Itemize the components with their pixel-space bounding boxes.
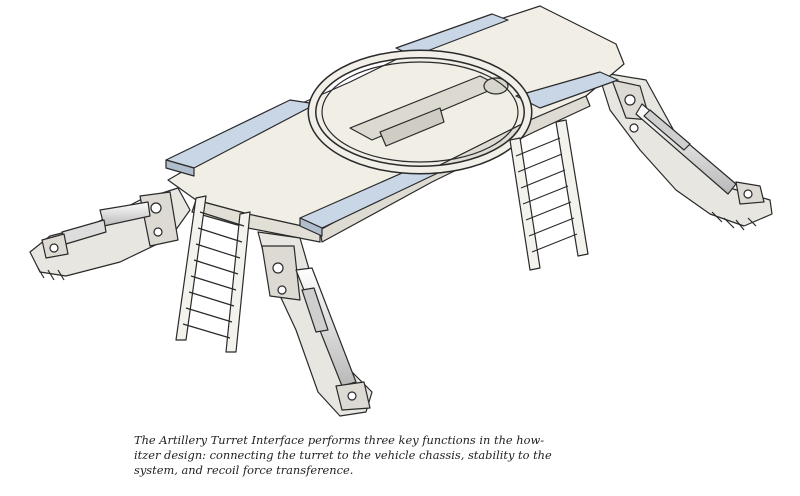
right-access-ladder: [509, 119, 589, 271]
caption-line: itzer design: connecting the turret to t…: [134, 448, 552, 462]
rear-left-outrigger-leg: [29, 187, 191, 281]
rear-right-side-panel: [515, 71, 619, 109]
rear-right-outrigger-leg: [597, 71, 773, 231]
left-access-ladder: [175, 195, 251, 353]
front-left-outrigger-leg: [257, 231, 373, 417]
turret-interface-illustration: [29, 5, 773, 417]
figure-caption: The Artillery Turret Interface performs …: [134, 433, 634, 478]
caption-line: system, and recoil force transference.: [134, 463, 354, 477]
turret-ring: [307, 49, 533, 175]
caption-line: The Artillery Turret Interface performs …: [134, 433, 545, 447]
